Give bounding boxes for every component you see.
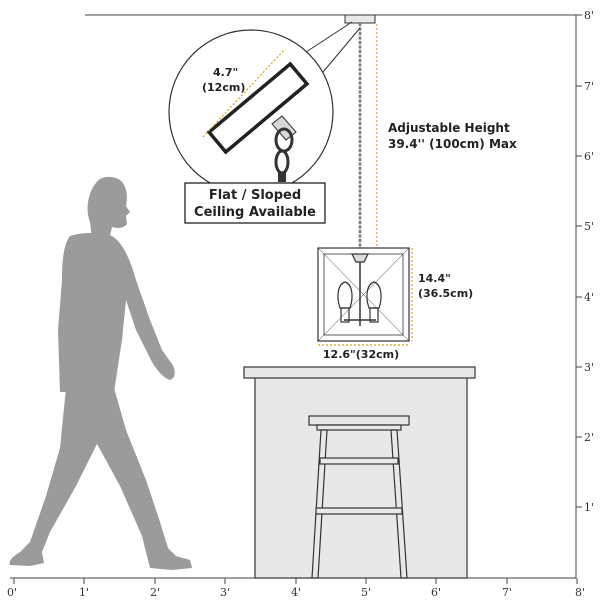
- stool-lower-rung: [315, 507, 403, 515]
- lantern-top-cap: [351, 253, 369, 263]
- y-tick-label: 1': [584, 501, 594, 514]
- stool-seat: [308, 415, 410, 426]
- stool-leg-left: [311, 429, 328, 579]
- x-tick-label: 1': [79, 586, 89, 599]
- x-tick-label: 3': [220, 586, 230, 599]
- x-axis: 0' 1' 2' 3' 4' 5' 6' 7' 8': [7, 578, 585, 599]
- inset-dimension-metric: (12cm): [202, 81, 245, 94]
- x-tick-label: 5': [361, 586, 371, 599]
- inset-chain-stem: [278, 172, 286, 182]
- ceiling-mount-inset: 4.7" (12cm): [168, 21, 361, 195]
- kitchen-island: [243, 366, 476, 579]
- y-tick-label: 3': [584, 361, 594, 374]
- bulb-right-icon: [366, 281, 382, 309]
- adjustable-height-max: 39.4'' (100cm) Max: [388, 137, 517, 151]
- x-tick-label: 6': [431, 586, 441, 599]
- y-axis: 8' 7' 6' 5' 4' 3' 2' 1': [576, 9, 594, 514]
- callout-line-2: Ceiling Available: [194, 205, 316, 220]
- island-countertop: [243, 366, 476, 379]
- y-tick-label: 6': [584, 150, 594, 163]
- x-tick-label: 2': [150, 586, 160, 599]
- lantern-outer-frame: [317, 247, 410, 342]
- stool-leg-right: [390, 429, 408, 579]
- stool-upper-rung: [319, 457, 399, 465]
- adjustable-height-label: Adjustable Height: [388, 121, 510, 135]
- callout-line-1: Flat / Sloped: [209, 188, 301, 203]
- lantern-diagonal: [317, 247, 410, 342]
- bulb-left-icon: [337, 281, 353, 309]
- stool-apron: [316, 424, 402, 431]
- x-tick-label: 0': [7, 586, 17, 599]
- inset-canopy: [206, 61, 310, 155]
- x-tick-label: 4': [291, 586, 301, 599]
- inset-leader-line: [317, 27, 361, 79]
- inset-leader-line: [299, 21, 353, 57]
- pendant-hanging-assembly: [344, 14, 376, 248]
- ceiling-callout: Flat / Sloped Ceiling Available: [184, 182, 326, 224]
- y-tick-label: 7': [584, 80, 594, 93]
- lantern-height-value: 14.4": [418, 272, 451, 285]
- y-tick-label: 2': [584, 431, 594, 444]
- y-tick-label: 5': [584, 220, 594, 233]
- lantern-height-metric: (36.5cm): [418, 287, 473, 300]
- inset-dimension-value: 4.7": [213, 66, 238, 79]
- x-tick-label: 7': [502, 586, 512, 599]
- lantern-pendant: [317, 247, 410, 342]
- walking-person-icon: [9, 176, 192, 570]
- y-tick-label: 4': [584, 291, 594, 304]
- y-tick-label: 8': [584, 9, 594, 22]
- inset-dimension-line: [202, 48, 286, 138]
- bar-stool: [308, 415, 410, 579]
- ceiling-canopy: [344, 14, 376, 24]
- lantern-width-label: 12.6"(32cm): [323, 348, 399, 361]
- x-tick-label: 8': [575, 586, 585, 599]
- callout-box: [184, 182, 326, 224]
- island-body: [254, 376, 468, 579]
